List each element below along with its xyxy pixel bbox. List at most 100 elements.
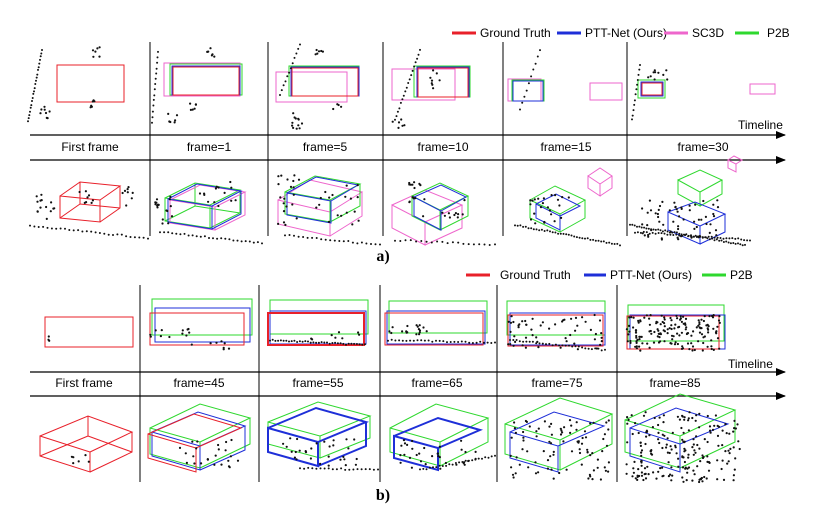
lidar-point [721, 459, 724, 462]
lidar-point [646, 224, 649, 227]
lidar-point [191, 234, 194, 237]
lidar-point [669, 316, 672, 320]
lidar-point [68, 229, 71, 231]
lidar-point [324, 238, 327, 241]
lidar-point [309, 341, 312, 344]
lidar-point [188, 331, 191, 334]
lidar-point [649, 75, 652, 78]
lidar-point [662, 414, 666, 417]
lidar-point [521, 448, 524, 451]
lidar-point [558, 344, 561, 347]
lidar-point [215, 341, 218, 344]
ptt-net-3d-box [535, 193, 582, 231]
lidar-point [181, 329, 184, 332]
lidar-point [626, 441, 629, 444]
lidar-point [494, 341, 496, 344]
lidar-point [37, 66, 40, 69]
lidar-point [635, 341, 638, 344]
lidar-point [409, 339, 412, 342]
lidar-point [677, 225, 680, 228]
lidar-point [636, 478, 639, 481]
lidar-point [398, 339, 401, 342]
lidar-point [640, 464, 643, 467]
lidar-point [643, 226, 646, 229]
lidar-point [698, 480, 701, 484]
lidar-point [550, 468, 553, 471]
lidar-point [543, 221, 546, 224]
lidar-point [232, 239, 235, 242]
lidar-point [716, 337, 720, 340]
lidar-point [390, 331, 393, 335]
lidar-point [404, 90, 407, 93]
lidar-point [353, 342, 356, 345]
lidar-point [659, 340, 662, 343]
lidar-point [548, 327, 551, 330]
lidar-point [695, 225, 698, 229]
lidar-point [714, 414, 718, 417]
lidar-point [429, 76, 432, 79]
lidar-point [133, 236, 136, 239]
lidar-point [662, 73, 665, 76]
lidar-point [564, 337, 567, 340]
lidar-point [423, 339, 426, 342]
lidar-point [677, 238, 680, 241]
lidar-point [317, 341, 320, 344]
lidar-point [570, 317, 573, 320]
lidar-point [299, 43, 301, 46]
lidar-point [307, 466, 310, 469]
lidar-point [517, 326, 520, 329]
lidar-point [718, 347, 721, 350]
lidar-point [411, 447, 414, 450]
lidar-point [693, 220, 696, 223]
lidar-point [548, 425, 551, 428]
lidar-point [432, 69, 435, 72]
lidar-point [321, 50, 324, 53]
lidar-point [732, 474, 736, 477]
lidar-point [356, 468, 359, 471]
lidar-point [353, 210, 356, 213]
lidar-point [206, 50, 209, 54]
lidar-point [261, 242, 263, 245]
lidar-point [700, 318, 703, 321]
lidar-point [345, 184, 348, 187]
legend-label-sc3d: SC3D [692, 26, 724, 40]
p2b-3d-box [504, 397, 614, 471]
lidar-point [535, 430, 538, 433]
lidar-point [282, 339, 285, 342]
panel-a-frame-labels: First frame frame=1 frame=5 frame=10 fra… [61, 140, 729, 154]
lidar-point [91, 199, 94, 202]
legend-label-p2b: P2B [767, 26, 790, 40]
lidar-point [540, 228, 543, 231]
lidar-point [178, 446, 182, 449]
ptt-net-3d-box [629, 407, 730, 473]
lidar-point [223, 191, 226, 194]
lidar-point [228, 238, 231, 241]
lidar-point [130, 197, 133, 200]
lidar-point [554, 343, 557, 346]
lidar-point [657, 423, 660, 427]
lidar-point [203, 192, 206, 195]
lidar-point [662, 474, 665, 477]
lidar-point [168, 198, 171, 201]
lidar-point [562, 319, 565, 322]
lidar-point [536, 55, 539, 58]
lidar-point [175, 232, 178, 235]
ground-truth-box [44, 316, 134, 348]
lidar-point [697, 324, 700, 327]
lidar-point [81, 230, 84, 233]
lidar-point [173, 121, 176, 124]
lidar-point [711, 237, 714, 240]
lidar-point [138, 236, 141, 239]
lidar-point [401, 98, 404, 101]
lidar-point [683, 450, 686, 453]
lidar-point [673, 231, 676, 234]
lidar-point [659, 467, 662, 470]
lidar-point [551, 231, 554, 234]
lidar-point [461, 213, 464, 216]
lidar-point [657, 431, 660, 434]
lidar-point [439, 467, 442, 470]
lidar-point [695, 414, 698, 417]
panel-a-point-clouds [27, 43, 751, 247]
lidar-point [377, 468, 379, 471]
lidar-point [683, 440, 686, 443]
